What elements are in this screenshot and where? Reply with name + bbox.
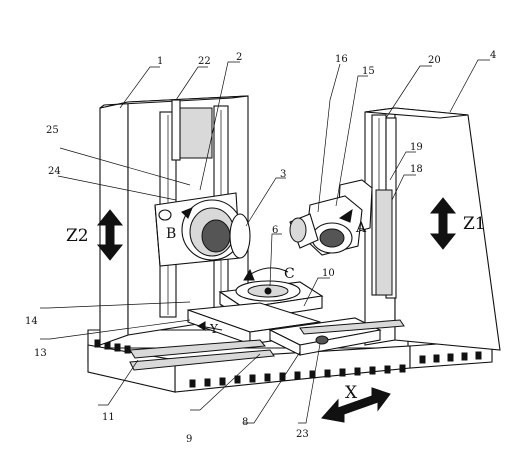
label-14: 14 [25,316,38,327]
label-22: 22 [198,56,211,67]
axis-label-b: B [166,226,176,242]
label-18: 18 [410,164,423,175]
axis-label-z2: Z2 [66,226,89,246]
part-labels: 1 22 2 16 15 20 4 25 19 3 18 24 6 10 14 … [25,50,496,445]
axis-label-y: Y [209,322,219,336]
label-16: 16 [335,54,348,65]
label-1: 1 [157,56,163,67]
label-4: 4 [490,50,496,61]
right-column [364,107,501,351]
axis-label-x: X [345,383,358,403]
label-23: 23 [296,429,309,440]
axis-label-a: A [355,220,367,236]
label-10: 10 [322,268,335,279]
axis-label-z1: Z1 [463,214,486,234]
label-20: 20 [428,55,441,66]
label-13: 13 [34,348,47,359]
label-8: 8 [242,417,248,428]
label-6: 6 [272,225,278,236]
z2-arrow [96,209,124,261]
bed-slots [94,339,482,388]
leader-lines [40,59,490,424]
label-3: 3 [280,169,286,180]
label-9: 9 [186,434,192,445]
label-19: 19 [410,142,423,153]
bed-rails [129,319,405,371]
label-2: 2 [236,52,242,63]
rotary-table [218,280,324,322]
label-24: 24 [48,166,61,177]
axis-labels: Z2 Z1 X Y A B C [66,214,486,403]
c-arrow [243,267,289,281]
right-spindle-head [289,179,373,256]
z1-arrow [429,197,457,250]
left-spindle-head [154,192,251,267]
x-arrow [321,387,391,423]
label-15: 15 [362,66,375,77]
label-11: 11 [102,412,115,423]
y-arrow [196,321,223,331]
label-25: 25 [46,125,59,136]
axis-label-c: C [284,266,295,282]
